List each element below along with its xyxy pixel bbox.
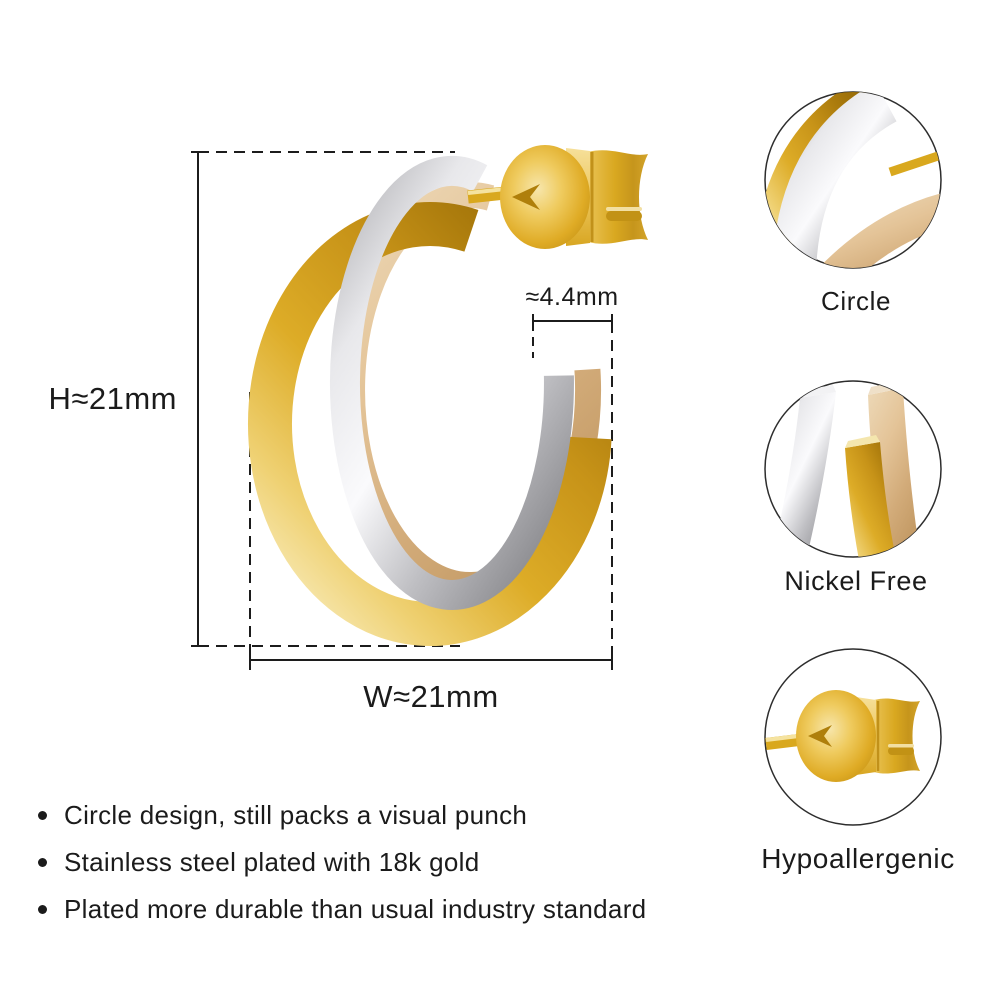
butterfly-earring-back <box>500 145 648 249</box>
callout-label-nickel-free: Nickel Free <box>784 566 928 596</box>
back-post-dart <box>512 184 540 210</box>
end-silver-cap <box>800 385 836 398</box>
feature-item: Plated more durable than usual industry … <box>38 886 646 933</box>
width-dimension-label: W≈21mm <box>363 679 499 714</box>
earring-photo <box>248 145 648 646</box>
height-dimension-label: H≈21mm <box>48 381 177 416</box>
detail-back-dart <box>808 725 832 747</box>
feature-text: Circle design, still packs a visual punc… <box>64 800 528 830</box>
callout-circle-detail <box>764 91 942 269</box>
detail-wing-slot-highlight <box>888 744 914 748</box>
dimension-lines <box>191 151 613 670</box>
callout-label-circle: Circle <box>820 286 892 316</box>
gap-dimension-label: ≈4.4mm <box>525 283 619 311</box>
callout-nickel-free-detail <box>764 380 942 558</box>
bullet-dot <box>38 858 47 867</box>
detail-silver-band <box>772 92 898 268</box>
feature-list: Circle design, still packs a visual punc… <box>38 792 646 933</box>
feature-item: Stainless steel plated with 18k gold <box>38 839 646 886</box>
hoop-silver-band <box>329 155 574 610</box>
feature-text: Stainless steel plated with 18k gold <box>64 847 480 877</box>
feature-item: Circle design, still packs a visual punc… <box>38 792 646 839</box>
detail-back-disc <box>796 690 876 782</box>
callout-2-content <box>775 381 919 557</box>
feature-text: Plated more durable than usual industry … <box>64 894 647 924</box>
bullet-dot <box>38 905 47 914</box>
back-disc <box>500 145 590 249</box>
end-gold-cap <box>845 435 880 448</box>
end-silver-band <box>775 392 836 552</box>
end-gold-band <box>845 442 898 557</box>
callout-hypoallergenic-detail <box>764 648 942 826</box>
callout-label-hypoallergenic: Hypoallergenic <box>761 843 955 874</box>
back-wing-slot-highlight <box>606 207 642 211</box>
bullet-dot <box>38 811 47 820</box>
back-wing-slot <box>606 211 642 221</box>
detail-wing-slot <box>888 747 914 755</box>
hoop-gold-band <box>248 202 612 646</box>
back-wing <box>588 150 648 244</box>
callout-3-content <box>765 690 920 782</box>
